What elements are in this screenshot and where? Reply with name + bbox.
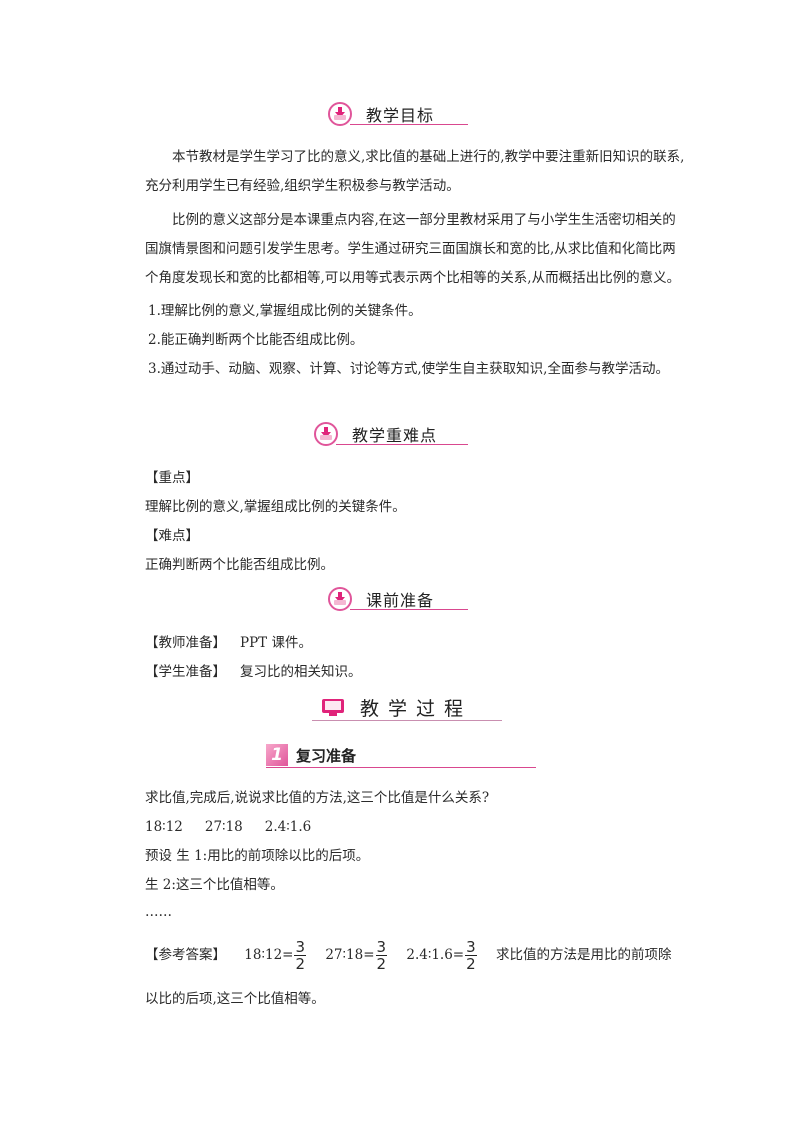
answer-label: 【参考答案】 bbox=[145, 947, 226, 963]
step-number-badge: 1 bbox=[266, 744, 288, 766]
student-prep: 【学生准备】复习比的相关知识。 bbox=[145, 658, 362, 687]
download-circle-icon bbox=[328, 587, 352, 611]
objectives-paragraph-1: 本节教材是学生学习了比的意义,求比值的基础上进行的,教学中要注重新旧知识的联系,… bbox=[145, 149, 685, 194]
ratio-2: 27∶18 bbox=[204, 819, 243, 835]
section-divider bbox=[350, 124, 468, 125]
section-title: 教学过程 bbox=[360, 698, 473, 720]
step1-question: 求比值,完成后,说说求比值的方法,这三个比值是什么关系? bbox=[145, 790, 490, 806]
preset-line-1: 预设 生 1:用比的前项除以比的后项。 bbox=[145, 848, 370, 864]
section-title: 教学目标 bbox=[366, 106, 435, 125]
answer-1-expr: 18∶12= bbox=[244, 947, 294, 963]
download-circle-icon bbox=[314, 422, 338, 446]
teacher-prep: 【教师准备】 PPT 课件。 bbox=[145, 629, 312, 658]
section-divider bbox=[312, 720, 502, 721]
answer-3-expr: 2.4∶1.6= bbox=[406, 947, 465, 963]
step-title: 复习准备 bbox=[296, 746, 357, 765]
focus-text: 理解比例的意义,掌握组成比例的关键条件。 bbox=[145, 499, 406, 515]
goal-2: 2.能正确判断两个比能否组成比例。 bbox=[148, 332, 364, 348]
difficulty-text: 正确判断两个比能否组成比例。 bbox=[145, 557, 334, 573]
teacher-prep-text: PPT 课件。 bbox=[240, 635, 312, 651]
teacher-prep-label: 【教师准备】 bbox=[145, 635, 226, 651]
focus-label: 【重点】 bbox=[145, 470, 199, 486]
ratio-3: 2.4∶1.6 bbox=[264, 819, 312, 835]
section-header-key-points: 教学重难点 bbox=[314, 422, 437, 446]
answer-2-expr: 27∶18= bbox=[325, 947, 375, 963]
ellipsis: …… bbox=[145, 904, 172, 920]
ratio-list: 18∶12 27∶18 2.4∶1.6 bbox=[145, 813, 311, 842]
step-divider bbox=[266, 767, 536, 768]
student-prep-label: 【学生准备】 bbox=[145, 664, 226, 680]
monitor-icon bbox=[322, 698, 344, 717]
section-title: 课前准备 bbox=[366, 591, 435, 610]
ratio-1: 18∶12 bbox=[145, 819, 183, 835]
goal-1: 1.理解比例的意义,掌握组成比例的关键条件。 bbox=[148, 303, 422, 319]
difficulty-label: 【难点】 bbox=[145, 528, 199, 544]
section-divider bbox=[336, 444, 468, 445]
section-header-objectives: 教学目标 bbox=[328, 102, 434, 126]
section-title: 教学重难点 bbox=[352, 426, 438, 445]
step-header-1: 1 复习准备 bbox=[266, 744, 356, 766]
goal-3: 3.通过动手、动脑、观察、计算、讨论等方式,使学生自主获取知识,全面参与教学活动… bbox=[148, 361, 669, 377]
section-header-process: 教学过程 bbox=[322, 694, 472, 721]
answer-text-1: 求比值的方法是用比的前项除 bbox=[495, 947, 672, 963]
download-circle-icon bbox=[328, 102, 352, 126]
section-divider bbox=[350, 609, 468, 610]
answer-text-2: 以比的后项,这三个比值相等。 bbox=[145, 991, 325, 1007]
section-header-preparation: 课前准备 bbox=[328, 587, 434, 611]
student-prep-text: 复习比的相关知识。 bbox=[240, 664, 362, 680]
objectives-paragraph-2: 比例的意义这部分是本课重点内容,在这一部分里教材采用了与小学生生活密切相关的国旗… bbox=[145, 212, 681, 286]
preset-line-2: 生 2:这三个比值相等。 bbox=[145, 877, 284, 893]
